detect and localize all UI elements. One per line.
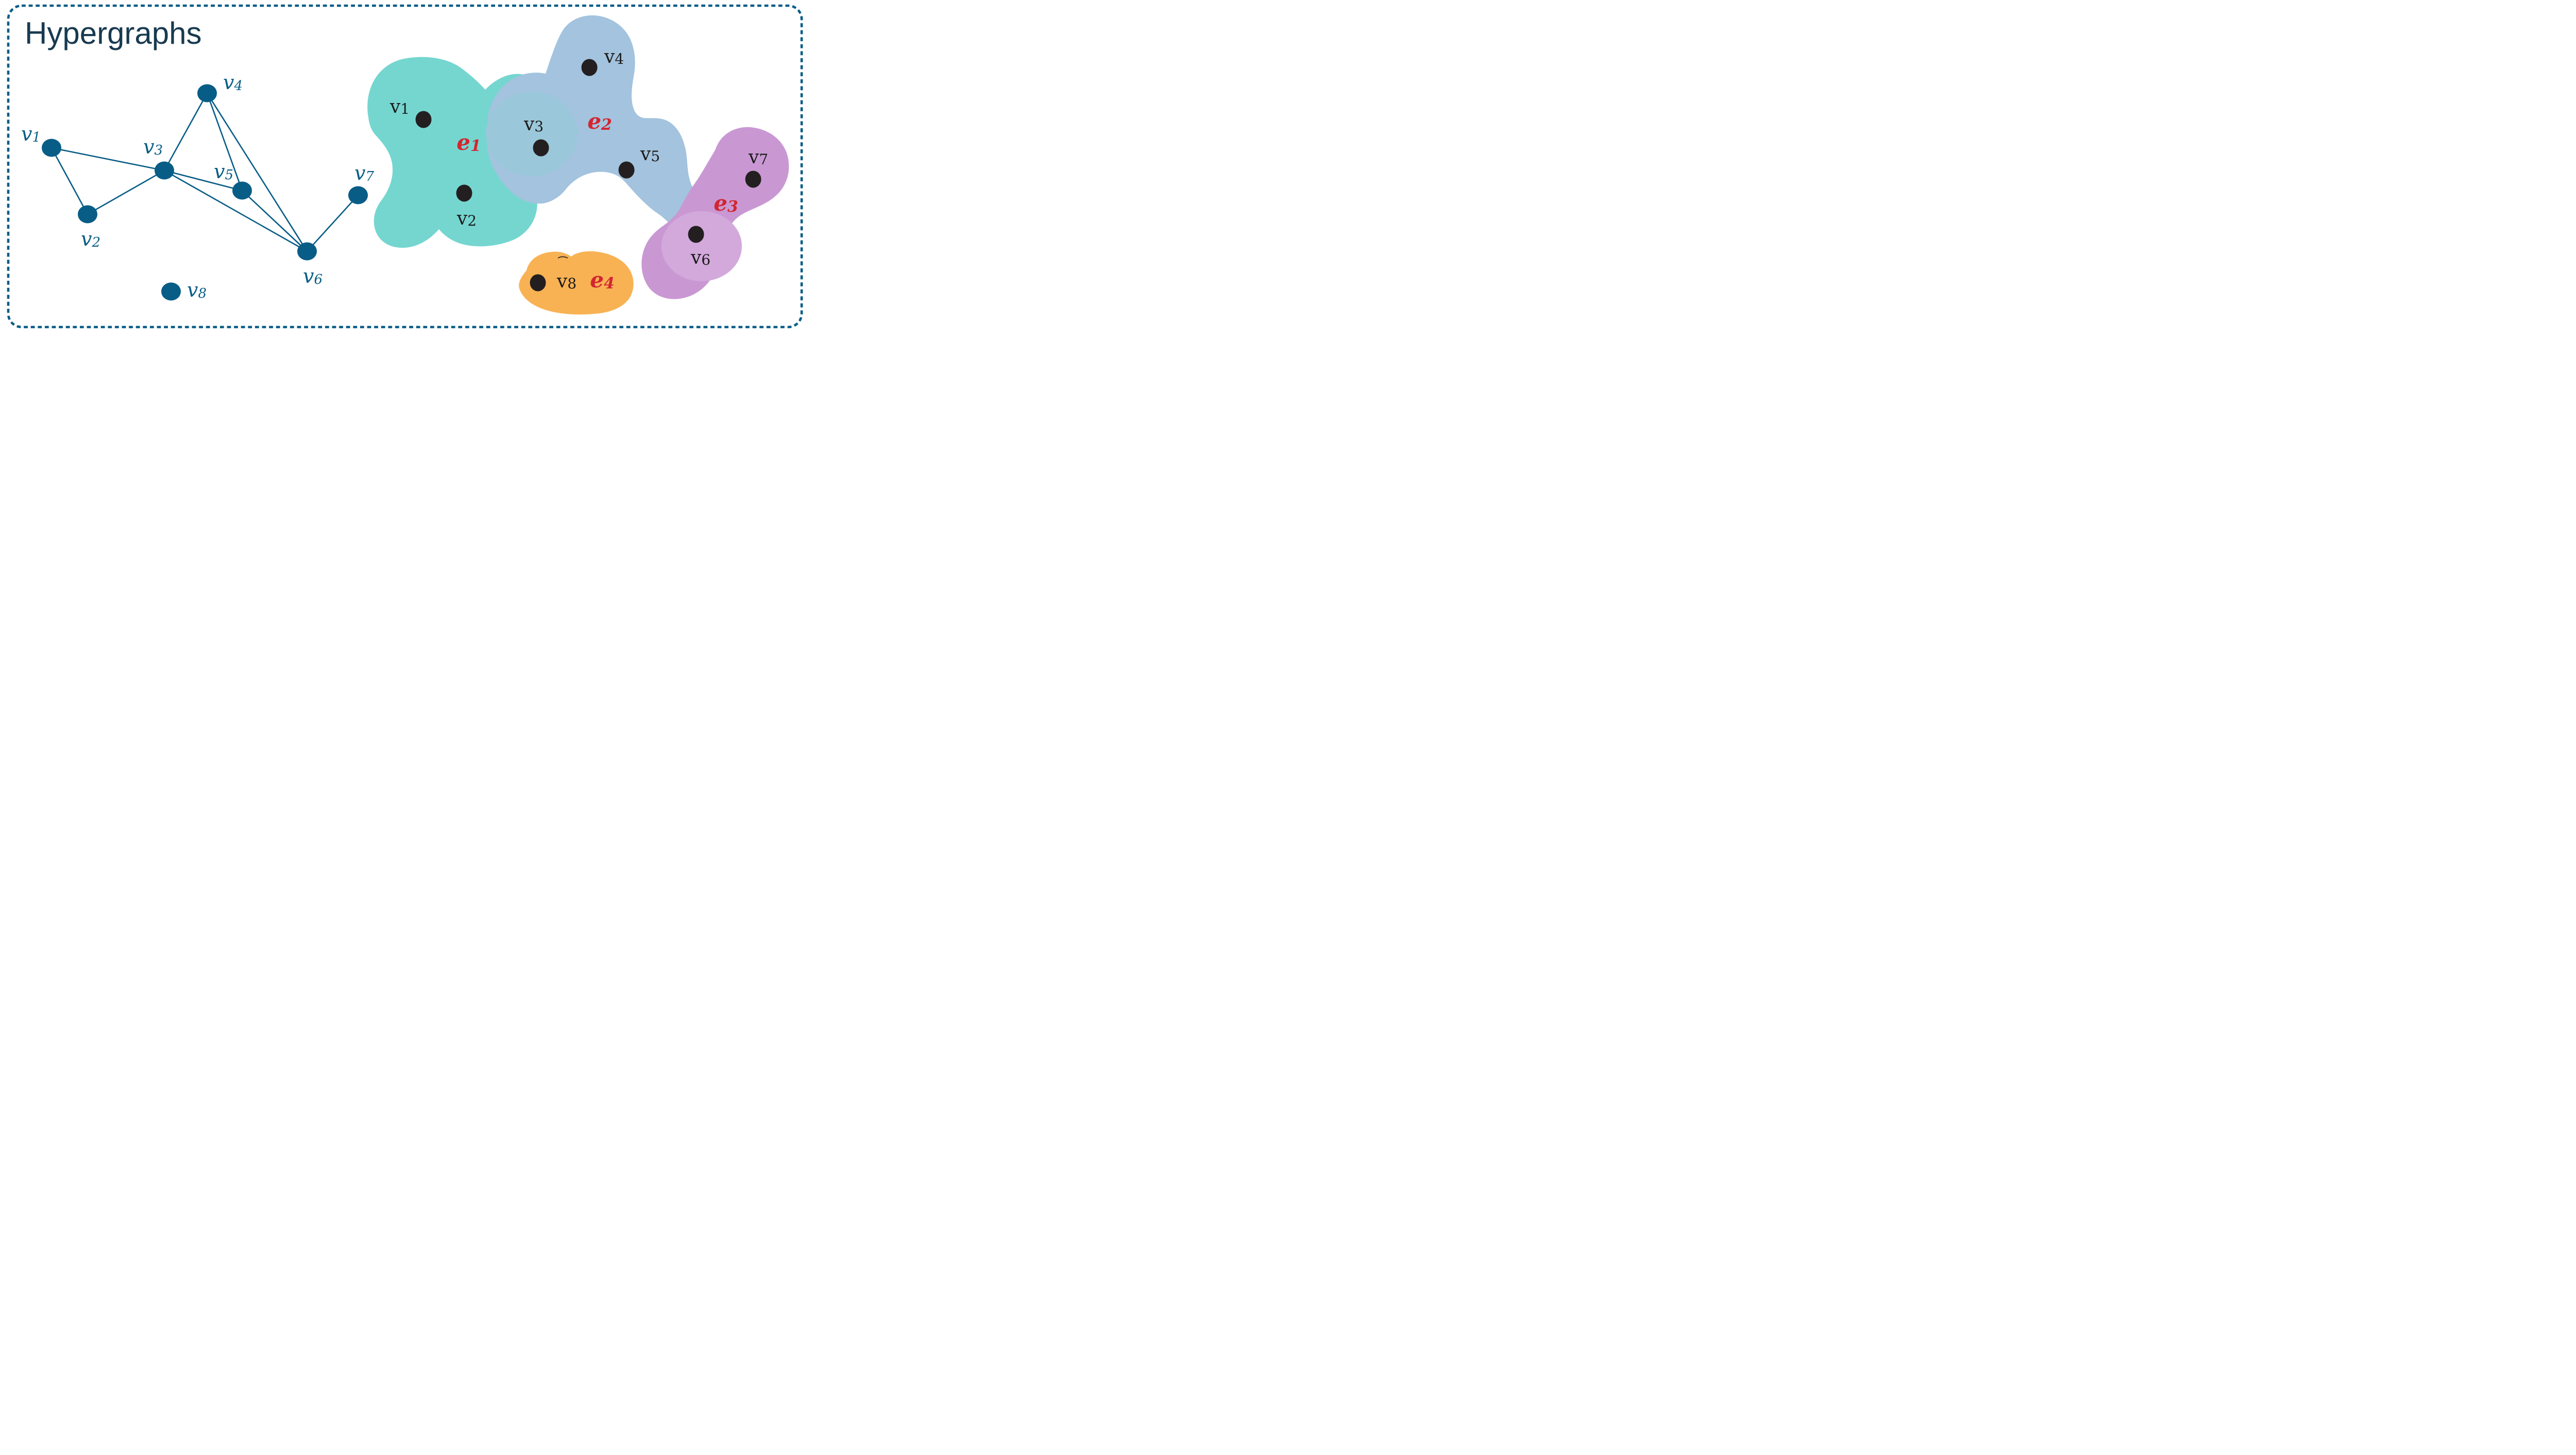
figure-title: Hypergraphs [25, 16, 202, 50]
left-graph-edges [50, 93, 359, 252]
dashed-border [7, 4, 803, 329]
hyperedge-blob-e2 [486, 15, 720, 238]
hyper-vertex-label-v8: v8 [556, 271, 577, 292]
hyper-vertex-dot-v4 [581, 59, 598, 76]
hyper-vertex-dot-v7 [745, 170, 761, 188]
left-graph-node-v8 [161, 282, 181, 301]
hyperedge-overlap-e1-e2 [486, 92, 578, 176]
left-graph-edge-v1-v2 [50, 147, 89, 215]
hyper-vertex-dot-v2 [456, 184, 472, 202]
hyper-vertex-label-v1: v1 [389, 96, 410, 117]
left-graph-node-label-v3: v3 [143, 135, 163, 158]
hyper-vertex-label-v5: v5 [640, 144, 660, 165]
left-graph-node-label-v7: v7 [354, 162, 374, 184]
left-graph-edge-v1-v3 [51, 147, 165, 172]
left-graph-nodes: v1 v2 v3 v4 v5 v6 v7 v8 [21, 71, 374, 301]
left-graph-edge-v3-v4 [163, 93, 208, 171]
hyperedge-label-e1: e1 [456, 130, 481, 155]
orange-blob-squiggle [557, 256, 568, 259]
hyper-vertex-dot-v1 [415, 111, 432, 128]
hypergraphs-figure: v1 v2 v3 v4 v5 v6 v7 v8 v1 v2 v3 v4 v5 v6 v7 v8 e1 e2 e3 e… [0, 0, 808, 334]
hypergraph-vertices-and-labels: v1 v2 v3 v4 v5 v6 v7 v8 e1 e2 e3 e4 [389, 46, 768, 293]
left-graph-node-v4 [197, 84, 217, 102]
left-graph-node-label-v5: v5 [214, 160, 233, 183]
left-graph-edge-v3-v6 [164, 169, 308, 252]
hyperedge-label-e3: e3 [714, 191, 738, 216]
hyperedge-label-e2: e2 [587, 109, 612, 134]
figure-svg: v1 v2 v3 v4 v5 v6 v7 v8 v1 v2 v3 v4 v5 v6 v7 v8 e1 e2 e3 e… [7, 4, 803, 329]
hyper-vertex-label-v7: v7 [748, 147, 768, 168]
left-graph-node-label-v4: v4 [223, 71, 243, 94]
left-graph-node-v7 [348, 186, 368, 204]
left-graph-edge-v5-v6 [242, 190, 308, 252]
hyperedge-blob-layer [367, 15, 789, 315]
hyper-vertex-dot-v8 [530, 274, 546, 292]
left-graph-node-label-v8: v8 [187, 279, 207, 301]
left-graph-node-v1 [42, 139, 61, 157]
left-graph-edge-v6-v7 [307, 195, 359, 252]
left-graph-node-v6 [297, 242, 317, 261]
hyperedge-blob-e4 [519, 251, 634, 315]
left-graph-node-v2 [78, 205, 97, 224]
hyperedge-overlap-e2-e3 [662, 211, 742, 281]
left-graph-edge-v4-v6 [206, 93, 308, 252]
hyper-vertex-label-v6: v6 [690, 247, 710, 268]
left-graph-node-label-v1: v1 [21, 123, 41, 145]
hyper-vertex-label-v3: v3 [523, 114, 544, 135]
left-graph-node-label-v6: v6 [303, 265, 323, 287]
hyper-vertex-label-v2: v2 [456, 208, 477, 229]
hyperedge-label-e4: e4 [590, 267, 615, 293]
left-graph-node-v3 [155, 161, 174, 180]
left-graph-node-label-v2: v2 [81, 228, 100, 250]
hyper-vertex-label-v4: v4 [604, 46, 624, 67]
left-graph-edge-v4-v5 [206, 93, 243, 191]
hyper-vertex-dot-v6 [688, 226, 704, 243]
left-graph-node-v5 [232, 181, 252, 200]
hyper-vertex-dot-v3 [533, 139, 549, 157]
left-graph-edge-v2-v3 [87, 169, 165, 215]
hyper-vertex-dot-v5 [618, 161, 635, 179]
left-graph-edge-v3-v5 [164, 169, 243, 192]
